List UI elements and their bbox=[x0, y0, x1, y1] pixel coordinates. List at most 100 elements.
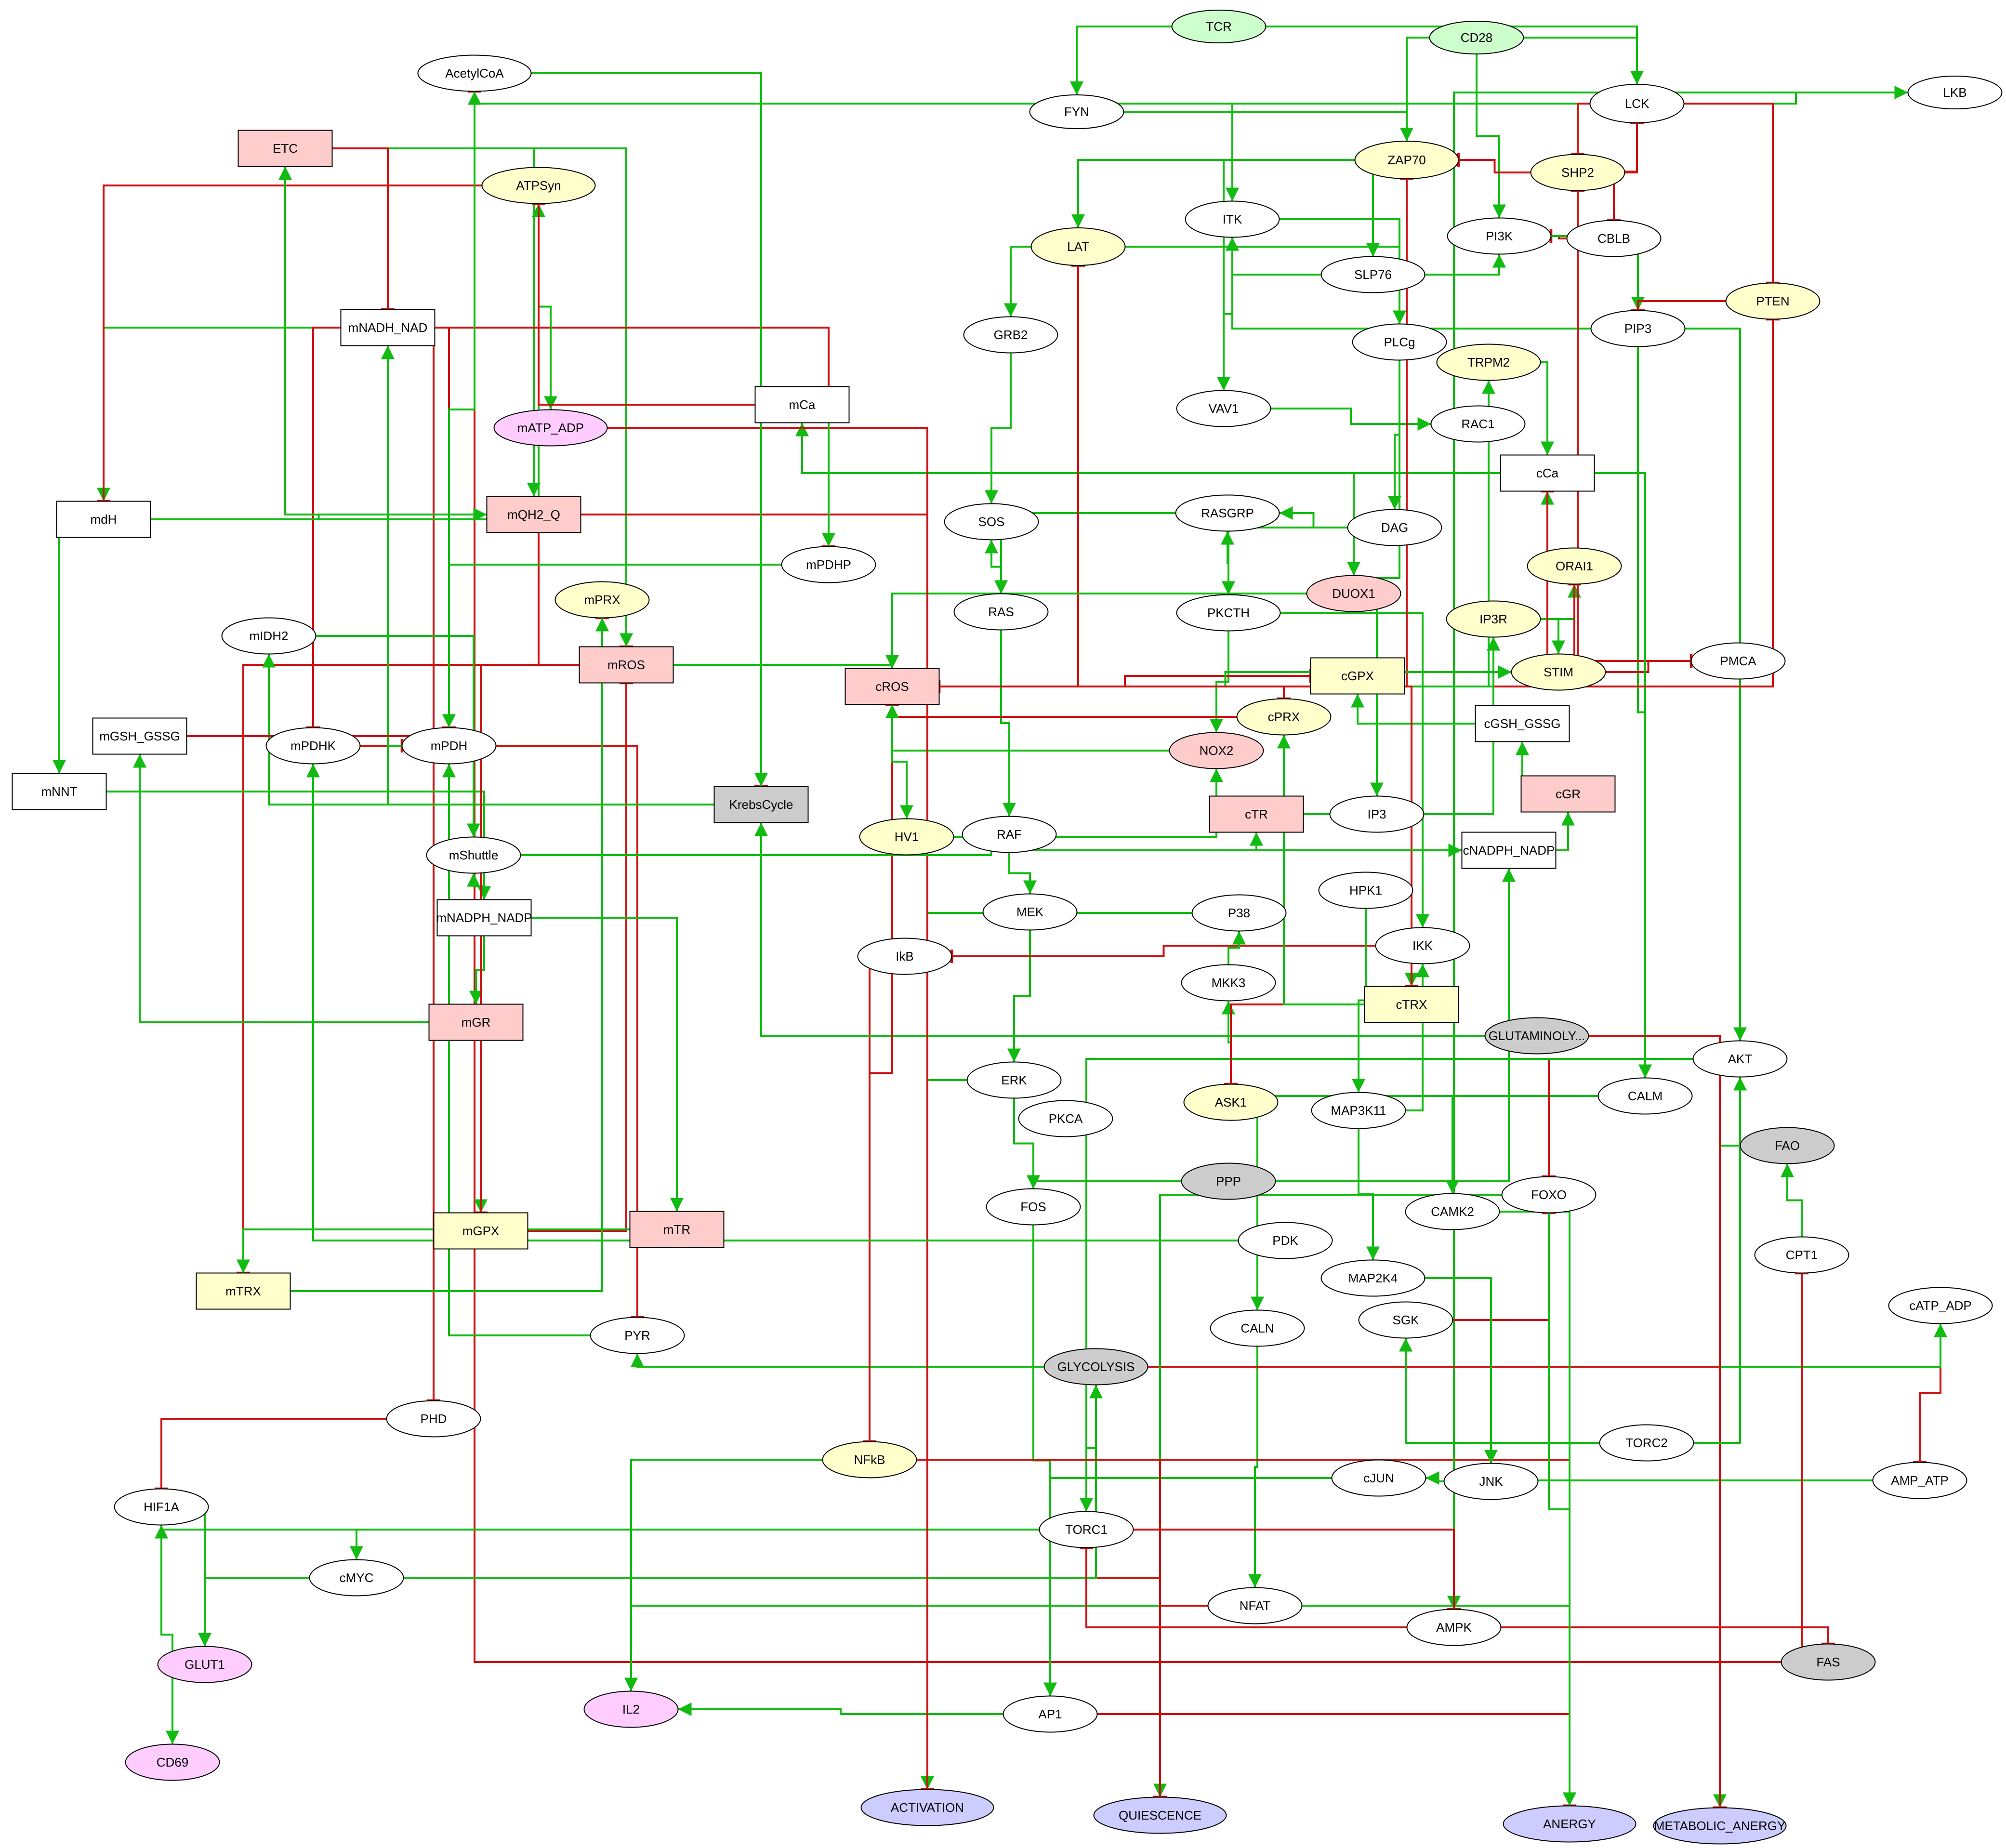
edge-jnk-to-cjun bbox=[1425, 1471, 1444, 1485]
node-nox2-shape bbox=[1169, 732, 1264, 769]
node-ikk-label: IKK bbox=[1412, 938, 1433, 953]
node-sgk-label: SGK bbox=[1393, 1313, 1420, 1327]
node-cros: cROS bbox=[845, 668, 940, 705]
node-amp-atp-label: AMP_ATP bbox=[1891, 1473, 1948, 1488]
node-shp2-label: SHP2 bbox=[1561, 165, 1594, 180]
node-mgr-shape bbox=[428, 1003, 524, 1041]
node-mdh-shape bbox=[56, 501, 151, 538]
edge-cd28-to-zap70 bbox=[1400, 37, 1430, 141]
node-mnadh-nad: mNADH_NAD bbox=[340, 309, 436, 346]
edge-glycolysis-to-torc1 bbox=[1080, 1385, 1097, 1512]
node-lkb: LKB bbox=[1907, 76, 2003, 109]
node-raf: RAF bbox=[962, 816, 1057, 853]
node-pkcth-label: PKCTH bbox=[1207, 606, 1250, 620]
edge-lkb-to-ampk bbox=[1447, 92, 1908, 1610]
node-cgr-shape bbox=[1520, 775, 1616, 813]
edge-glutaminoly-to-metabolic-anergy bbox=[1588, 1035, 1727, 1809]
node-glycolysis-shape bbox=[1043, 1348, 1148, 1386]
edge-raf-to-mek bbox=[1008, 852, 1037, 894]
node-pkcth-shape bbox=[1176, 594, 1281, 632]
node-cprx-shape bbox=[1236, 698, 1332, 736]
node-grb2: GRB2 bbox=[963, 316, 1058, 354]
node-mnadph-nadp-shape bbox=[436, 899, 532, 937]
edge-amp-atp-to-ampk bbox=[1447, 1479, 1873, 1610]
node-fyn-shape bbox=[1029, 94, 1124, 129]
edge-tcr-to-fyn bbox=[1070, 26, 1172, 95]
node-ask1-label: ASK1 bbox=[1215, 1095, 1247, 1109]
node-cca: cCa bbox=[1500, 454, 1595, 492]
node-lck-shape bbox=[1589, 84, 1685, 123]
edge-lck-to-shp2 bbox=[1571, 103, 1590, 156]
node-krebscycle: KrebsCycle bbox=[713, 786, 809, 823]
node-pkcth: PKCTH bbox=[1176, 594, 1281, 632]
edge-etc-to-mros bbox=[332, 147, 633, 647]
node-map2k4-shape bbox=[1320, 1259, 1425, 1297]
node-caln: CALN bbox=[1210, 1309, 1305, 1347]
node-mshuttle: mShuttle bbox=[426, 836, 521, 874]
node-mca: mCa bbox=[754, 386, 850, 423]
node-raf-label: RAF bbox=[997, 827, 1022, 842]
node-lat-label: LAT bbox=[1067, 239, 1089, 254]
node-rasgrp-label: RASGRP bbox=[1201, 506, 1254, 520]
edge-cjun-to-ap1 bbox=[1043, 1477, 1332, 1696]
node-ampk: AMPK bbox=[1406, 1609, 1502, 1646]
node-pkca-label: PKCA bbox=[1049, 1111, 1083, 1126]
node-mek-label: MEK bbox=[1016, 905, 1044, 919]
edge-fao-to-metabolic-anergy bbox=[1713, 1145, 1741, 1808]
node-phd-label: PHD bbox=[421, 1412, 447, 1426]
edge-caln-to-nfat bbox=[1248, 1346, 1262, 1588]
node-mshuttle-label: mShuttle bbox=[449, 848, 499, 862]
node-fas-label: FAS bbox=[1816, 1655, 1840, 1669]
node-hpk1: HPK1 bbox=[1318, 871, 1413, 909]
node-calm-label: CALM bbox=[1628, 1089, 1663, 1103]
node-amp-atp-shape bbox=[1872, 1462, 1967, 1499]
edge-ampk-to-fas bbox=[1501, 1626, 1835, 1646]
node-cblb-shape bbox=[1566, 220, 1662, 257]
edge-dag-to-rasgrp bbox=[1279, 506, 1348, 528]
node-foxo: FOXO bbox=[1501, 1176, 1597, 1214]
edge-ip3-to-ip3r bbox=[1424, 637, 1500, 815]
edge-vav1-to-rac1 bbox=[1270, 408, 1431, 431]
node-nfat-shape bbox=[1207, 1587, 1303, 1624]
node-etc-label: ETC bbox=[273, 141, 298, 156]
node-slp76-shape bbox=[1320, 256, 1425, 293]
node-pip3: PIP3 bbox=[1590, 310, 1686, 347]
node-cgr: cGR bbox=[1520, 775, 1616, 813]
edge-mek-to-erk bbox=[1007, 930, 1031, 1062]
node-ip3r-shape bbox=[1446, 600, 1541, 638]
edge-mnadph-nadp-to-mtr bbox=[531, 917, 684, 1212]
node-duox1: DUOX1 bbox=[1306, 575, 1401, 612]
edge-mnadh-nad-to-mpdh bbox=[435, 327, 456, 729]
node-zap70-label: ZAP70 bbox=[1387, 153, 1426, 167]
node-ppp: PPP bbox=[1181, 1162, 1276, 1200]
node-mros-shape bbox=[579, 646, 674, 684]
node-grb2-shape bbox=[963, 316, 1058, 354]
node-mkk3: MKK3 bbox=[1181, 964, 1276, 1002]
edge-stim-to-orai1 bbox=[1557, 584, 1581, 654]
node-mpdhk: mPDHK bbox=[265, 727, 361, 765]
edge-lat-to-slp76 bbox=[1125, 243, 1380, 257]
node-mpdh: mPDH bbox=[401, 727, 497, 765]
node-torc2: TORC2 bbox=[1599, 1424, 1694, 1462]
node-lkb-shape bbox=[1907, 76, 2003, 109]
edge-shp2-to-zap70 bbox=[1457, 153, 1531, 173]
node-nfkb-shape bbox=[822, 1441, 917, 1478]
node-akt-label: AKT bbox=[1728, 1052, 1753, 1066]
edge-ampk-to-torc1 bbox=[1080, 1546, 1407, 1628]
edge-fas-to-cpt1 bbox=[1781, 1271, 1808, 1663]
edge-nfkb-to-quiescence bbox=[916, 1459, 1167, 1799]
node-anergy: ANERGY bbox=[1503, 1805, 1636, 1843]
edge-mnnt-to-mnadph-nadp bbox=[106, 791, 491, 900]
node-zap70-shape bbox=[1354, 141, 1459, 179]
node-ampk-label: AMPK bbox=[1436, 1620, 1472, 1635]
edge-lat-to-grb2 bbox=[1004, 246, 1031, 317]
node-calm: CALM bbox=[1597, 1077, 1693, 1115]
edge-ap1-to-anergy bbox=[1097, 1713, 1576, 1808]
node-trpm2-shape bbox=[1436, 343, 1541, 381]
edge-mgsh-gssg-to-mgpx bbox=[186, 735, 488, 1214]
edge-mros-to-mtrx bbox=[237, 664, 580, 1275]
node-cjun-label: cJUN bbox=[1363, 1471, 1394, 1485]
node-erk: ERK bbox=[966, 1061, 1062, 1099]
node-hv1: HV1 bbox=[859, 818, 954, 856]
